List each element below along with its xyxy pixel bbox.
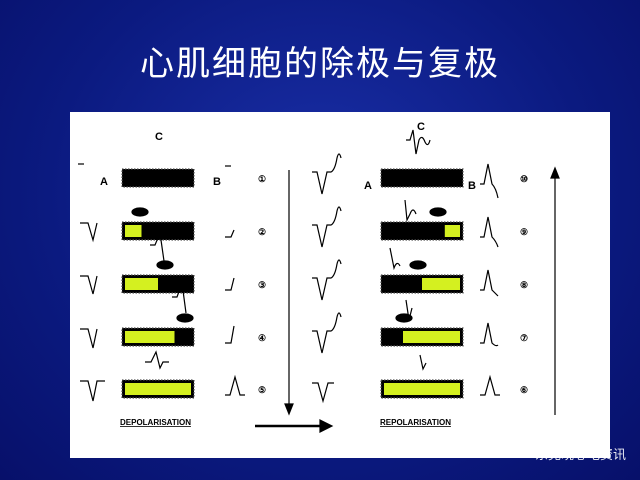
propagation-waveform xyxy=(145,350,169,370)
propagation-waveform xyxy=(150,230,165,262)
propagation-waveform xyxy=(389,247,401,271)
cell-bar xyxy=(380,168,464,188)
depolarized-region xyxy=(403,331,460,343)
label-c-left: C xyxy=(155,131,163,143)
ion-marker xyxy=(176,313,194,323)
ecg-waveform-mid xyxy=(312,312,342,354)
cell-bar xyxy=(121,168,195,188)
depolarized-region xyxy=(422,278,460,290)
ecg-waveform-a xyxy=(80,222,98,243)
label-b-right: B xyxy=(468,180,476,192)
depolarized-region xyxy=(444,225,460,237)
ion-marker xyxy=(409,260,427,270)
label-a-right: A xyxy=(364,180,372,192)
ecg-waveform-mid xyxy=(312,206,342,248)
ecg-waveform-mid xyxy=(312,153,342,195)
ecg-waveform-b xyxy=(480,216,499,248)
propagation-waveform xyxy=(172,282,187,314)
ecg-waveform-b xyxy=(480,322,499,347)
ecg-waveform-mid xyxy=(312,382,334,404)
depolarized-region xyxy=(384,383,460,395)
ecg-waveform-b xyxy=(480,163,499,199)
ecg-waveform-a xyxy=(80,275,98,295)
ion-marker xyxy=(156,260,174,270)
up-arrow-head xyxy=(550,166,560,179)
ecg-waveform-a xyxy=(80,328,98,349)
cell-bar xyxy=(380,221,464,241)
step-number: ⑦ xyxy=(520,333,528,343)
depolarized-region xyxy=(125,225,142,237)
down-arrow-head xyxy=(284,403,294,416)
step-number: ② xyxy=(258,227,266,237)
ecg-waveform-c xyxy=(406,129,431,155)
label-c-right: C xyxy=(417,121,425,133)
slide-title: 心肌细胞的除极与复极 xyxy=(140,44,500,84)
ecg-waveform-b xyxy=(225,325,235,344)
ecg-waveform-mid xyxy=(312,259,342,301)
ecg-waveform-b xyxy=(225,229,235,238)
step-number: ④ xyxy=(258,333,266,343)
repolarisation-caption: REPOLARISATION xyxy=(380,418,451,427)
depolarisation-caption: DEPOLARISATION xyxy=(120,418,191,427)
watermark: 东莞晓心电资讯 xyxy=(534,448,626,463)
step-number: ⑥ xyxy=(520,385,528,395)
step-number: ⑧ xyxy=(520,280,528,290)
label-a-left: A xyxy=(100,176,108,188)
depolarized-region xyxy=(125,383,191,395)
right-arrow-head xyxy=(319,419,334,433)
propagation-waveform xyxy=(405,299,413,321)
step-number: ⑨ xyxy=(520,227,528,237)
step-number: ⑤ xyxy=(258,385,266,395)
ecg-waveform-b xyxy=(480,269,499,297)
ecg-waveform-b xyxy=(225,374,245,396)
depolarized-region xyxy=(125,278,158,290)
depolarized-region xyxy=(125,331,175,343)
propagation-waveform xyxy=(404,199,417,223)
step-number: ③ xyxy=(258,280,266,290)
propagation-waveform xyxy=(419,354,427,371)
ecg-waveform-b xyxy=(480,374,500,396)
ion-marker xyxy=(131,207,149,217)
step-number: ⑩ xyxy=(520,174,528,184)
ecg-waveform-a xyxy=(80,380,105,402)
label-b-left: B xyxy=(213,176,221,188)
step-number: ① xyxy=(258,174,266,184)
ecg-waveform-b xyxy=(225,277,235,291)
ion-marker xyxy=(429,207,447,217)
